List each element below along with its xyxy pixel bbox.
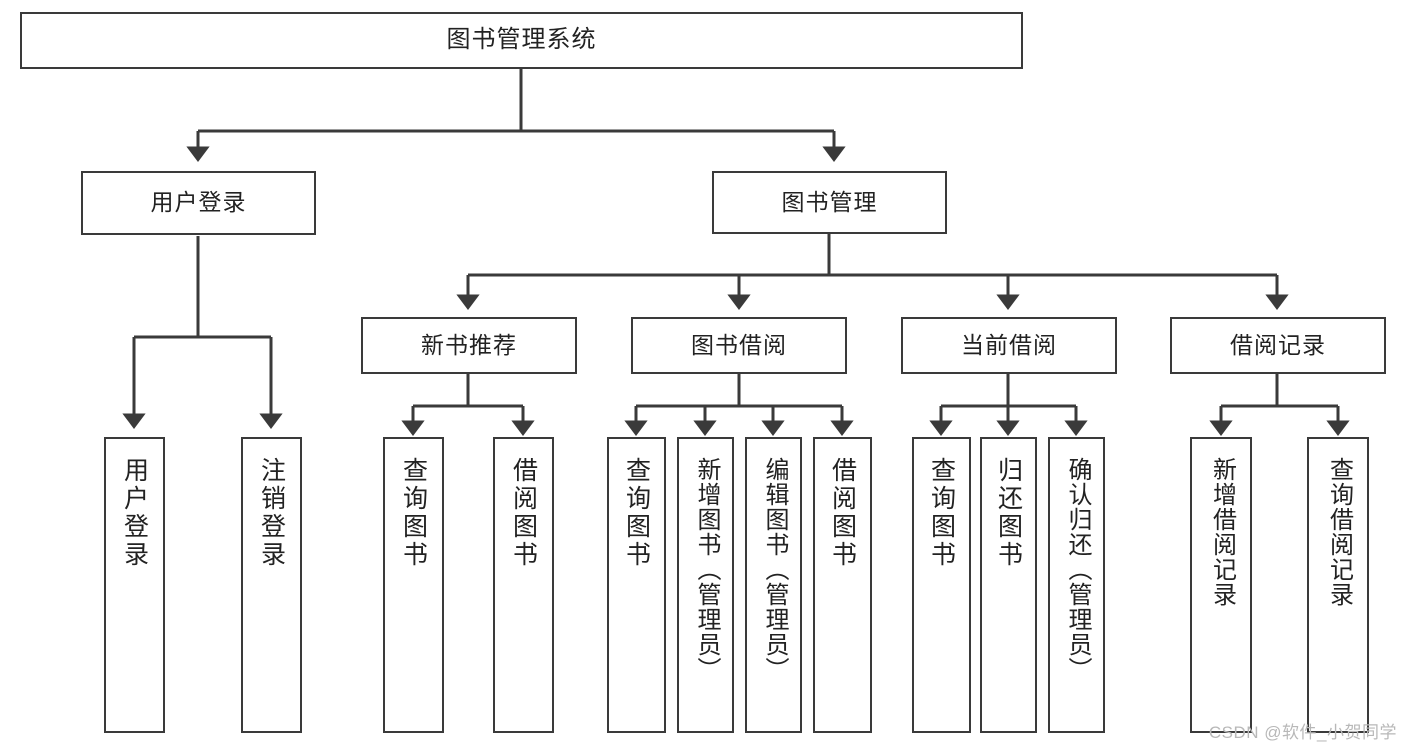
node-book-borrow-label: 图书借阅 [691,331,787,358]
node-borrow-record[interactable]: 借阅记录 [1170,317,1386,374]
node-leaf-query-book-current-label: 查询图书 [927,457,956,569]
node-leaf-confirm-return-label: 确认归还（管理员） [1063,457,1091,682]
node-leaf-query-book-recommend-label: 查询图书 [399,457,428,569]
node-leaf-confirm-return[interactable]: 确认归还（管理员） [1048,437,1105,733]
node-leaf-query-borrow-record[interactable]: 查询借阅记录 [1307,437,1369,733]
node-leaf-return-book-label: 归还图书 [994,457,1023,569]
csdn-watermark: CSDN @软件_小贺同学 [1208,723,1397,742]
node-book-borrow[interactable]: 图书借阅 [631,317,847,374]
node-leaf-add-borrow-record-label: 新增借阅记录 [1208,457,1236,607]
node-new-book-recommend-label: 新书推荐 [421,331,517,358]
node-leaf-query-book-borrow-label: 查询图书 [622,457,651,569]
node-leaf-query-book-recommend[interactable]: 查询图书 [383,437,444,733]
node-leaf-edit-book[interactable]: 编辑图书（管理员） [745,437,802,733]
node-leaf-query-book-borrow[interactable]: 查询图书 [607,437,666,733]
node-user-login-label: 用户登录 [150,189,247,216]
node-user-login[interactable]: 用户登录 [81,171,316,235]
node-leaf-user-login-label: 用户登录 [120,457,149,569]
node-leaf-add-book[interactable]: 新增图书（管理员） [677,437,734,733]
node-leaf-user-login[interactable]: 用户登录 [104,437,165,733]
node-root-book-management-system[interactable]: 图书管理系统 [20,12,1023,69]
node-current-borrow[interactable]: 当前借阅 [901,317,1117,374]
node-leaf-logout-label: 注销登录 [257,457,286,569]
node-book-management-label: 图书管理 [781,188,878,215]
node-borrow-record-label: 借阅记录 [1230,331,1326,358]
node-leaf-edit-book-label: 编辑图书（管理员） [760,457,788,682]
node-leaf-add-book-label: 新增图书（管理员） [692,457,720,682]
node-leaf-borrow-book-recommend[interactable]: 借阅图书 [493,437,554,733]
node-leaf-query-book-current[interactable]: 查询图书 [912,437,971,733]
node-leaf-logout[interactable]: 注销登录 [241,437,302,733]
node-leaf-return-book[interactable]: 归还图书 [980,437,1037,733]
node-current-borrow-label: 当前借阅 [961,331,1057,358]
node-leaf-query-borrow-record-label: 查询借阅记录 [1325,457,1353,607]
node-leaf-borrow-book[interactable]: 借阅图书 [813,437,872,733]
node-leaf-borrow-book-recommend-label: 借阅图书 [509,457,538,569]
node-leaf-borrow-book-label: 借阅图书 [828,457,857,569]
node-book-management[interactable]: 图书管理 [712,171,947,234]
node-leaf-add-borrow-record[interactable]: 新增借阅记录 [1190,437,1252,733]
node-new-book-recommend[interactable]: 新书推荐 [361,317,577,374]
node-root-label: 图书管理系统 [446,26,597,54]
